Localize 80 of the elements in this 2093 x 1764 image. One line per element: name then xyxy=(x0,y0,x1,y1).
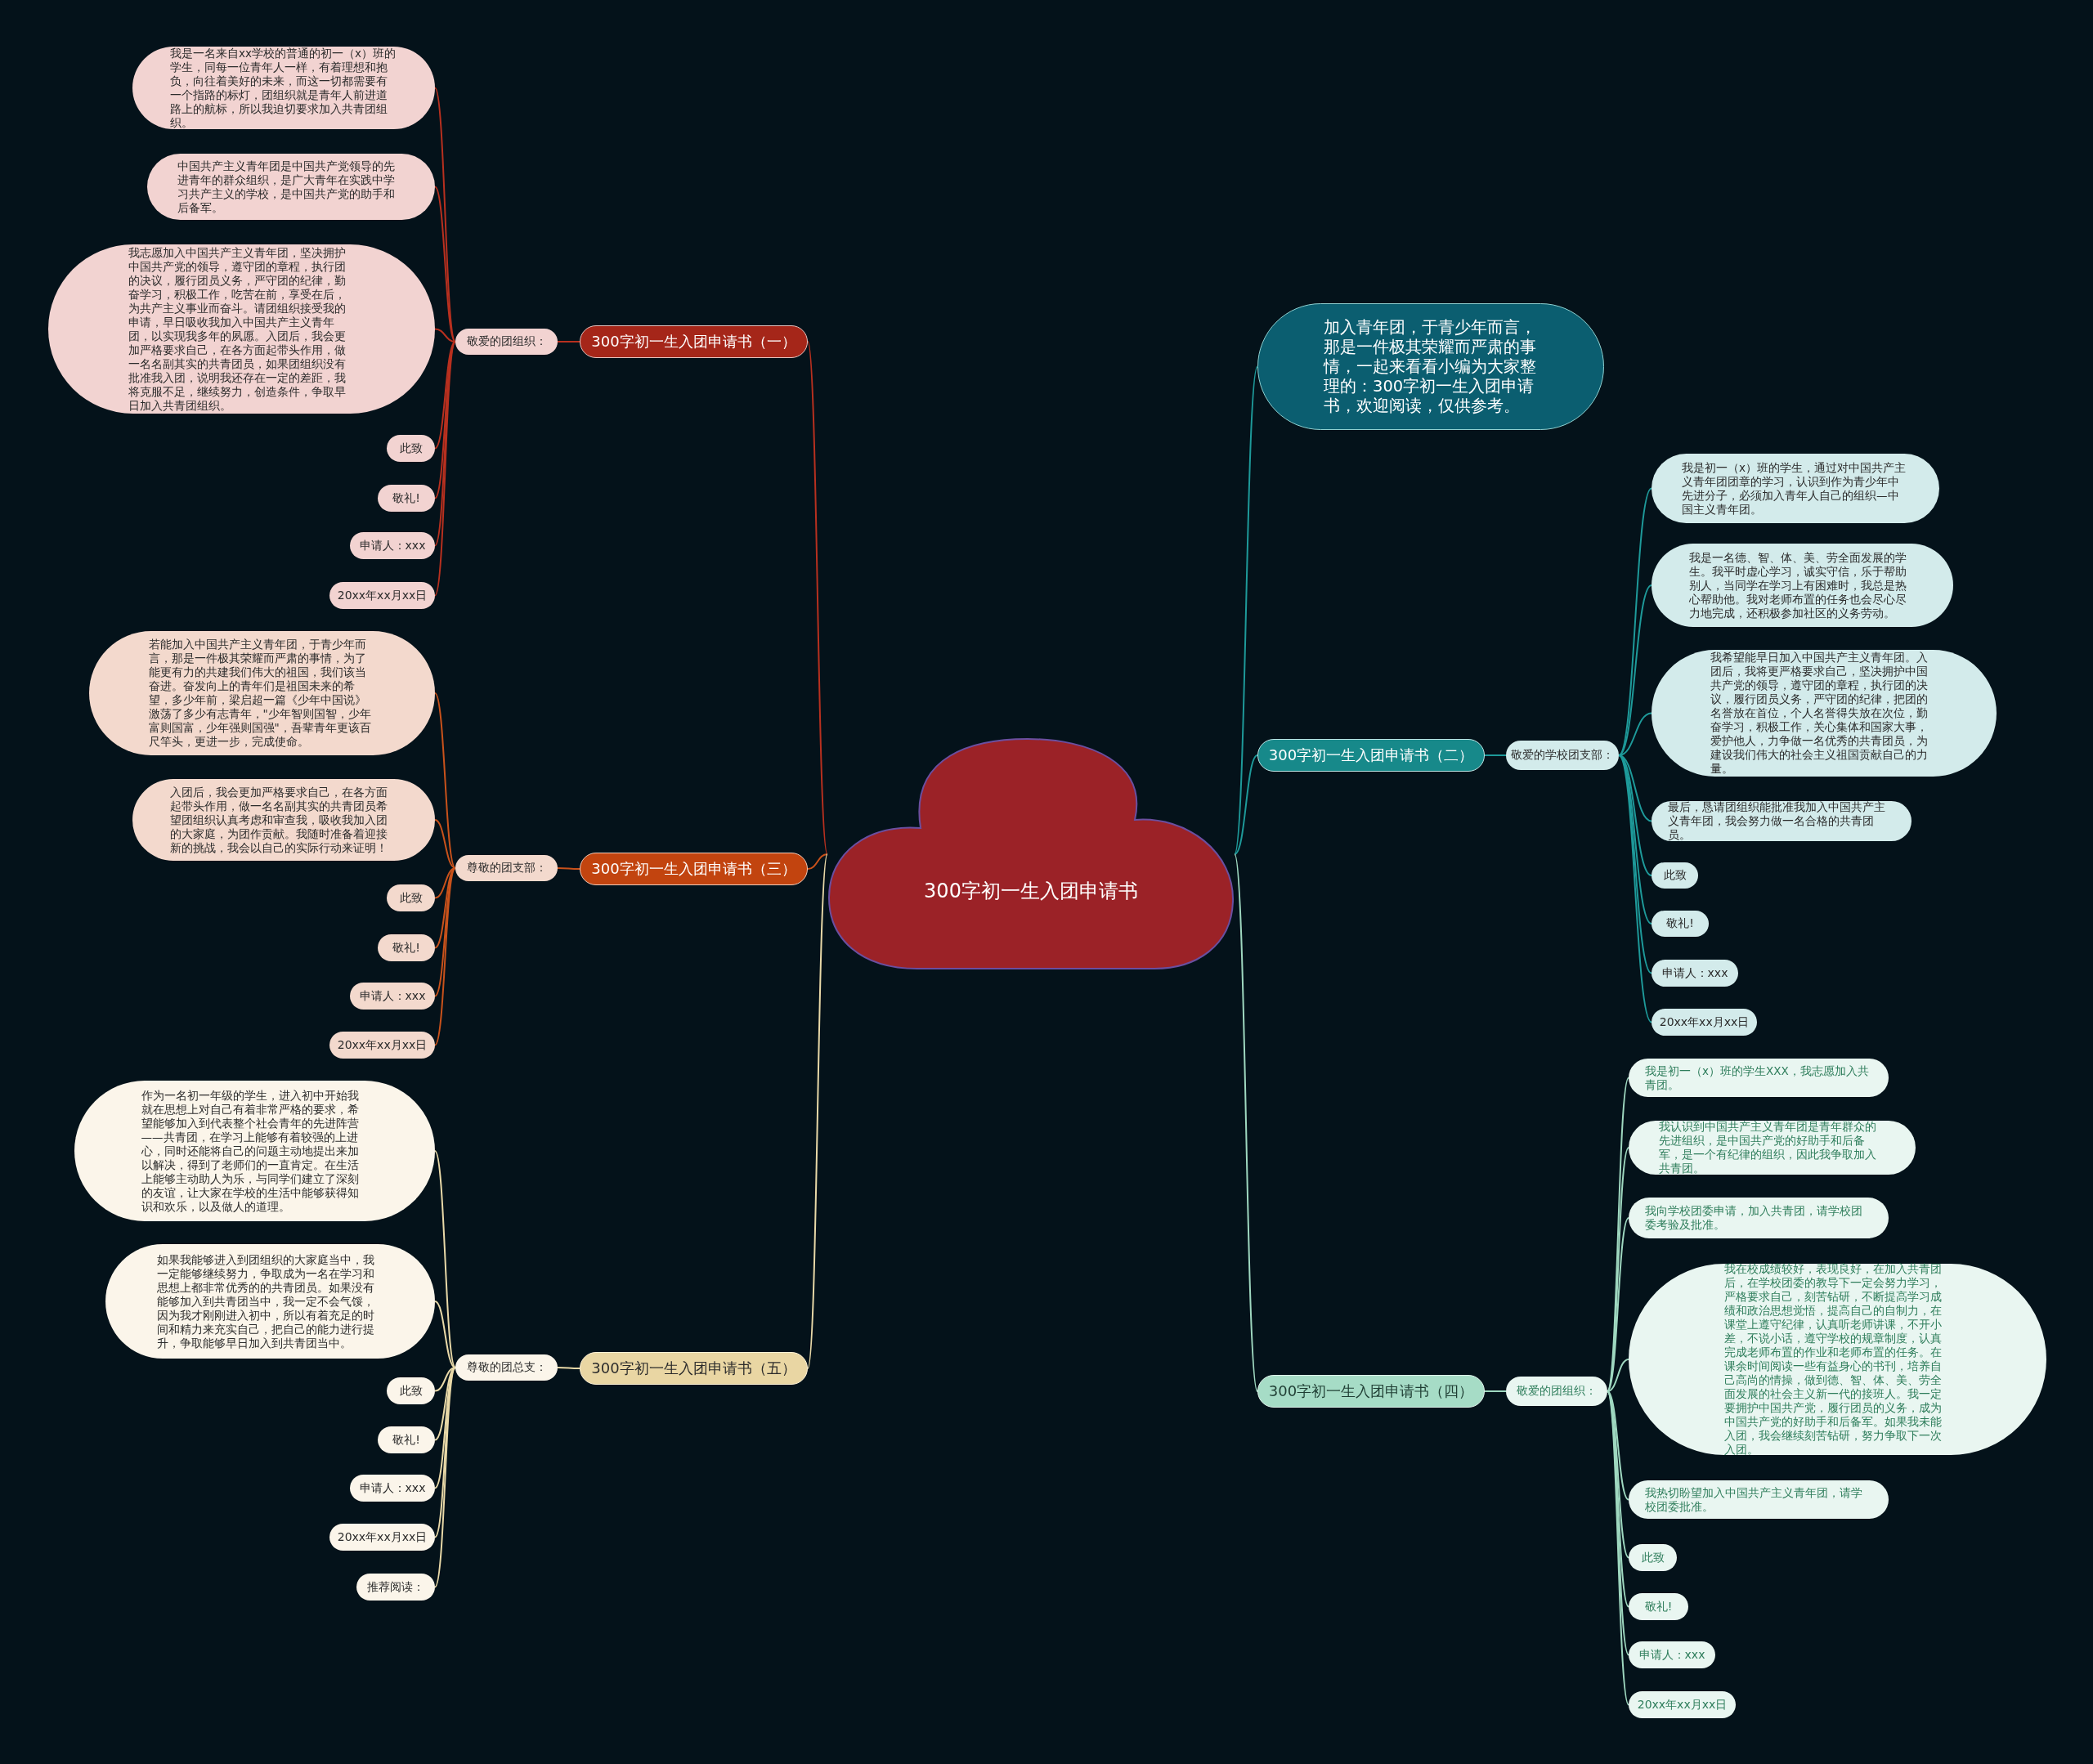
branch-topic: 300字初一生入团申请书（三） xyxy=(580,853,808,885)
text-bubble: 入团后，我会更加严格要求自己，在各方面起带头作用，做一名名副其实的共青团员希望团组织认真考虑和审查我，吸收我加入团的大家庭，为团作贡献。我随时准备着迎接新的挑战，我会以自己的实际行动来证明！ xyxy=(132,779,435,861)
connector xyxy=(1618,584,1652,756)
connector xyxy=(434,328,456,343)
central-topic-cloud: 300字初一生入团申请书 xyxy=(827,738,1235,970)
connector xyxy=(434,867,456,899)
text-bubble: 敬礼! xyxy=(1652,911,1709,937)
branch-topic: 300字初一生入团申请书（二） xyxy=(1257,739,1485,772)
connector xyxy=(434,1367,456,1588)
text-bubble: 申请人：xxx xyxy=(1652,960,1738,987)
text-bubble: 推荐阅读： xyxy=(356,1574,435,1601)
subtopic-pill: 敬爱的团组织： xyxy=(1506,1377,1607,1406)
text-bubble: 此致 xyxy=(387,884,435,911)
text-bubble: 我志愿加入中国共产主义青年团，坚决拥护中国共产党的领导，遵守团的章程，执行团的决议，履行团员义务，严守团的纪律，勤奋学习，积极工作，吃苦在前，享受在后，为共产主义事业而奋斗。请团组织接受我的申请，早日吸收我加入中国共产主义青年团，以实现我多年的夙愿。入团后，我会更加严格要求自己，在各方面起带头作用，做一名名副其实的共青团员，如果团组织没有批准我入团，说明我还存在一定的差距，我将克服不足，继续努力，创造条件，争取早日加入共青团组织。 xyxy=(48,244,435,414)
subtopic-pill: 敬爱的学校团支部： xyxy=(1506,741,1619,770)
text-bubble: 若能加入中国共产主义青年团，于青少年而言，那是一件极其荣耀而严肃的事情，为了能更有力的共建我们伟大的祖国，我们该当奋进。奋发向上的青年们是祖国未来的希望，多少年前，梁启超一篇《少年中国说》激荡了多少有志青年，"少年智则国智，少年富则国富，少年强则国强"，吾辈青年更该百尺竿头，更进一步，完成使命。 xyxy=(89,631,435,755)
text-bubble: 敬礼! xyxy=(378,485,435,512)
connector xyxy=(434,1367,456,1538)
branch-topic: 300字初一生入团申请书（五） xyxy=(580,1352,808,1385)
connector xyxy=(1234,853,1258,1392)
text-bubble: 最后，恳请团组织能批准我加入中国共产主义青年团，我会努力做一名合格的共青团员。 xyxy=(1652,801,1911,841)
connector xyxy=(1607,1217,1629,1392)
text-bubble: 20xx年xx月xx日 xyxy=(1652,1009,1757,1036)
text-bubble: 作为一名初一年级的学生，进入初中开始我就在思想上对自己有着非常严格的要求，希望能够加入到代表整个社会青年的先进阵营——共青团，在学习上能够有着较强的上进心，同时还能将自己的问题主动地提出来加以解决，得到了老师们的一直肯定。在生活上能够主动助人为乐，与同学们建立了深刻的友谊，让大家在学校的生活中能够获得知识和欢乐，以及做人的道理。 xyxy=(74,1081,435,1221)
subtopic-pill: 敬爱的团组织： xyxy=(455,329,558,355)
text-bubble: 此致 xyxy=(387,1377,435,1404)
text-bubble: 20xx年xx月xx日 xyxy=(329,1524,435,1551)
text-bubble: 我是初一（x）班的学生XXX，我志愿加入共青团。 xyxy=(1629,1059,1889,1097)
connector xyxy=(434,1150,456,1368)
text-bubble: 申请人：xxx xyxy=(1629,1641,1715,1668)
subtopic-pill: 尊敬的团支部： xyxy=(455,855,558,881)
connector xyxy=(434,341,456,450)
connector xyxy=(1618,754,1652,974)
connector xyxy=(1234,365,1258,855)
text-bubble: 此致 xyxy=(1652,862,1698,889)
connector xyxy=(1607,1359,1629,1392)
text-bubble: 敬礼! xyxy=(1629,1593,1688,1620)
connector xyxy=(1234,754,1258,855)
connector xyxy=(1607,1390,1629,1501)
text-bubble: 中国共产主义青年团是中国共产党领导的先进青年的群众组织，是广大青年在实践中学习共产主义的学校，是中国共产党的助手和后备军。 xyxy=(147,154,435,220)
connector xyxy=(434,1301,456,1368)
connector xyxy=(807,853,828,870)
connector xyxy=(557,341,580,343)
text-bubble: 我在校成绩较好，表现良好，在加入共青团后，在学校团委的教导下一定会努力学习，严格要求自己，刻苦钻研，不断提高学习成绩和政治思想觉悟，提高自己的自制力，在课堂上遵守纪律，认真听老师讲课，不开小差，不说小话，遵守学校的规章制度，认真完成老师布置的作业和老师布置的任务。在课余时间阅读一些有益身心的书刊，培养自己高尚的情操，做到德、智、体、美、劳全面发展的社会主义新一代的接班人。我一定要拥护中国共产党，履行团员的义务，成为中国共产党的好助手和后备军。如果我未能入团，我会继续刻苦钻研，努力争取下一次入团。 xyxy=(1629,1264,2046,1455)
text-bubble: 敬礼! xyxy=(378,934,435,961)
connector xyxy=(557,867,580,870)
subtopic-pill: 尊敬的团总支： xyxy=(455,1354,558,1381)
text-bubble: 20xx年xx月xx日 xyxy=(329,1032,435,1059)
text-bubble: 申请人：xxx xyxy=(350,532,435,559)
connector xyxy=(1484,1390,1507,1392)
connector xyxy=(434,867,456,1046)
text-bubble: 我热切盼望加入中国共产主义青年团，请学校团委批准。 xyxy=(1629,1480,1889,1519)
text-bubble: 20xx年xx月xx日 xyxy=(1629,1691,1736,1718)
text-bubble: 此致 xyxy=(1629,1544,1677,1571)
connector xyxy=(1484,754,1507,756)
connector xyxy=(557,1367,580,1369)
connector xyxy=(1607,1077,1629,1392)
connector xyxy=(434,186,456,343)
text-bubble: 我认识到中国共产主义青年团是青年群众的先进组织，是中国共产党的好助手和后备军，是一个有纪律的组织，因此我争取加入共青团。 xyxy=(1629,1121,1916,1175)
branch-topic: 300字初一生入团申请书（四） xyxy=(1257,1375,1485,1408)
text-bubble: 我是一名来自xx学校的普通的初一（x）班的学生，同每一位青年人一样，有着理想和抱负，向往着美好的未来，而这一切都需要有一个指路的标灯，团组织就是青年人前进道路上的航标，所以我迫切要求加入共青团组织。 xyxy=(132,47,435,129)
text-bubble: 如果我能够进入到团组织的大家庭当中，我一定能够继续努力，争取成为一名在学习和思想上都非常优秀的的共青团员。如果没有能够加入到共青团当中，我一定不会气馁，因为我才刚刚进入初中，所以有着充足的时间和精力来充实自己，把自己的能力进行提升，争取能够早日加入到共青团当中。 xyxy=(105,1244,435,1359)
text-bubble: 我是初一（x）班的学生，通过对中国共产主义青年团团章的学习，认识到作为青少年中先进分子，必须加入青年人自己的组织—中国主义青年团。 xyxy=(1652,454,1939,523)
text-bubble: 20xx年xx月xx日 xyxy=(329,582,435,609)
branch-topic: 300字初一生入团申请书（一） xyxy=(580,325,808,358)
connector xyxy=(434,341,456,597)
text-bubble: 我向学校团委申请，加入共青团，请学校团委考验及批准。 xyxy=(1629,1198,1889,1238)
text-bubble: 我是一名德、智、体、美、劳全面发展的学生。我平时虚心学习，诚实守信，乐于帮助别人，当同学在学习上有困难时，我总是热心帮助他。我对老师布置的任务也会尽心尽力地完成，还积极参加社区的义务劳动。 xyxy=(1652,544,1953,627)
connector xyxy=(1618,754,1652,1023)
connector xyxy=(807,853,828,1369)
connector xyxy=(434,692,456,869)
connector xyxy=(434,1367,456,1392)
connector xyxy=(434,819,456,869)
intro-bubble: 加入青年团，于青少年而言，那是一件极其荣耀而严肃的事情，一起来看看小编为大家整理的：300字初一生入团申请书，欢迎阅读，仅供参考。 xyxy=(1257,303,1604,430)
text-bubble: 我希望能早日加入中国共产主义青年团。入团后，我将更严格要求自己，坚决拥护中国共产党的领导，遵守团的章程，执行团的决议，履行团员义务，严守团的纪律，把团的名誉放在首位，个人名誉得失放在次位，勤奋学习，积极工作，关心集体和国家大事，爱护他人，力争做一名优秀的共青团员，为建设我们伟大的社会主义祖国贡献自己的力量。 xyxy=(1652,650,1997,777)
text-bubble: 申请人：xxx xyxy=(350,983,435,1010)
text-bubble: 敬礼! xyxy=(378,1426,435,1453)
connector xyxy=(807,341,828,855)
text-bubble: 申请人：xxx xyxy=(350,1475,435,1502)
text-bubble: 此致 xyxy=(387,435,435,462)
